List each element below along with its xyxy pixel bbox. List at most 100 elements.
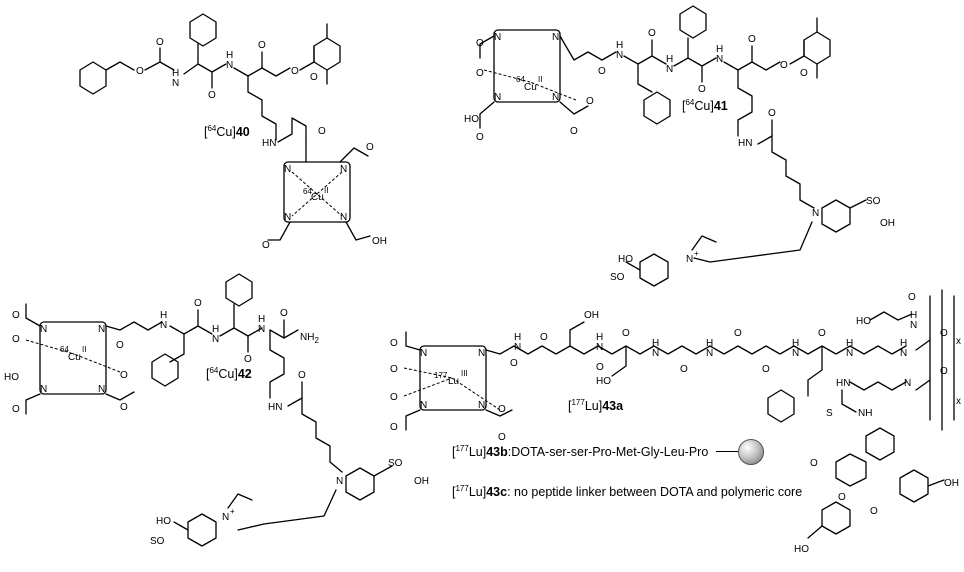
lactone-o1: O	[810, 458, 818, 469]
amide-h2-42: H	[212, 324, 219, 335]
pep-h6: H	[846, 338, 853, 349]
dota-n3-42: N	[40, 384, 47, 395]
fluorescein-lactone-ring	[835, 453, 867, 487]
acetate-o2-40: O	[366, 142, 374, 153]
cu-oxidation-42: II	[82, 345, 86, 354]
amide-o1-42: O	[116, 340, 124, 351]
carbamate-carbonyl-oxygen: O	[156, 37, 164, 48]
dota-macrocycle-42	[39, 321, 107, 395]
ester-oxygen-40: O	[291, 66, 299, 77]
dota-n4-42: N	[98, 384, 105, 395]
amide-n3-41: N	[716, 54, 723, 65]
indolium-n-42: N	[222, 512, 229, 523]
repeat-x2: x	[956, 396, 961, 407]
acetate-o4-43a: O	[390, 422, 398, 433]
phe-ring2-41	[679, 5, 707, 39]
polymer-o2: O	[940, 328, 948, 339]
acetate-o6-43a: O	[498, 432, 506, 443]
phe-ring2-42	[225, 273, 253, 307]
indole-ring-left-41	[639, 253, 669, 287]
lys-hn-41: HN	[738, 138, 752, 149]
indolium-charge-42: +	[230, 507, 235, 516]
amide-n1-42: N	[160, 320, 167, 331]
acetate-o3-43a: O	[390, 392, 398, 403]
label-compound-43a: [177Lu]43a	[568, 398, 624, 413]
acetate-o1-42: O	[12, 310, 20, 321]
cu-metal-42: Cu	[68, 352, 81, 363]
lu-metal-43a: Lu	[448, 376, 459, 387]
fluorescein-oh: OH	[944, 478, 959, 489]
thiourea-hn1: HN	[836, 378, 850, 389]
pep-o4: O	[622, 328, 630, 339]
acetate-o5-41: O	[570, 126, 578, 137]
ser2-ho: HO	[596, 376, 611, 387]
indole-ring-right-41	[821, 199, 851, 233]
amide-o3-42: O	[244, 354, 252, 365]
dota-n1-40: N	[284, 164, 291, 175]
pep-h4: H	[706, 338, 713, 349]
dota-n2-43a: N	[478, 348, 485, 359]
compound-43a-structure: N N N N 177 Lu III O O O O O O O H N O O…	[390, 289, 961, 555]
fluorescein-ho: HO	[794, 544, 809, 555]
hpma-h: H	[910, 310, 917, 321]
dota-n3-40: N	[284, 212, 291, 223]
polymer-bead-linker	[716, 451, 738, 452]
cu-oxidation-40: II	[324, 186, 328, 195]
compound-42-structure: N N N N 64 Cu II O O HO O O O O H N O H …	[4, 273, 429, 547]
polymer-o3: O	[940, 366, 948, 377]
dota-macrocycle-43a	[419, 345, 487, 411]
acetate-o2-41: O	[476, 68, 484, 79]
amide-h3-42: H	[258, 314, 265, 325]
amide-n2-41: N	[666, 64, 673, 75]
pep-n4: N	[706, 348, 713, 359]
caption-compound-43c: [177Lu]43c: no peptide linker between DO…	[452, 484, 803, 500]
indole-n-right-42: N	[336, 476, 343, 487]
ketone-oxygen-40: O	[258, 40, 266, 51]
acetate-o2-43a: O	[390, 364, 398, 375]
acetate-ho-41: HO	[464, 114, 479, 125]
dimethylbenzoyl-ring-41	[803, 31, 831, 65]
sulfonate-oh-right-42: OH	[414, 476, 429, 487]
indole-n-right-41: N	[812, 208, 819, 219]
pep-o1: O	[510, 358, 518, 369]
pep-o2: O	[540, 332, 548, 343]
sulfonate-right-41: SO	[866, 196, 881, 207]
amide-o3-41: O	[698, 84, 706, 95]
dota-macrocycle-41	[493, 29, 561, 103]
dota-n2-40: N	[340, 164, 347, 175]
sulfonate-left-42: SO	[150, 536, 165, 547]
acetate-o1-41: O	[476, 38, 484, 49]
thiourea-nh2: NH	[858, 408, 872, 419]
acetate-o5-43a: O	[498, 404, 506, 415]
cu-metal-41: Cu	[524, 82, 537, 93]
acetate-o2-42: O	[12, 334, 20, 345]
xanthene-o: O	[870, 506, 878, 517]
polymer-o1: O	[908, 292, 916, 303]
indolium-charge-41: +	[694, 249, 699, 258]
pep-n3: N	[652, 348, 659, 359]
sulfonate-ho-left-41: HO	[618, 254, 633, 265]
carbamate-h: H	[172, 68, 179, 79]
amide-o2-41: O	[648, 28, 656, 39]
lu-isotope-43a: 177	[434, 371, 448, 380]
dota-n3-41: N	[494, 92, 501, 103]
hpma-n: N	[910, 320, 917, 331]
pep-o3: O	[596, 362, 604, 373]
phe-ring1-41	[643, 91, 671, 125]
amide-h2-41: H	[666, 54, 673, 65]
sulfonate-oh-right-41: OH	[880, 218, 895, 229]
carbamate-oxygen: O	[136, 66, 144, 77]
pep-h2: H	[596, 332, 603, 343]
pep-o6: O	[734, 328, 742, 339]
hexanoyl-o-41: O	[768, 108, 776, 119]
pep-h3: H	[652, 338, 659, 349]
ester-carbonyl-oxygen-40: O	[310, 72, 318, 83]
acetate-o5-42: O	[120, 402, 128, 413]
label-compound-42: [64Cu]42	[206, 366, 252, 381]
amide-o4-42: O	[280, 308, 288, 319]
amide-h-40: H	[226, 50, 233, 61]
indole-ring-left-42	[187, 513, 217, 547]
compound-43b-sequence: DOTA-ser-ser-Pro-Met-Gly-Leu-Pro	[511, 445, 709, 460]
lys-hn-40: HN	[262, 138, 276, 149]
acetate-o3-42: O	[12, 404, 20, 415]
